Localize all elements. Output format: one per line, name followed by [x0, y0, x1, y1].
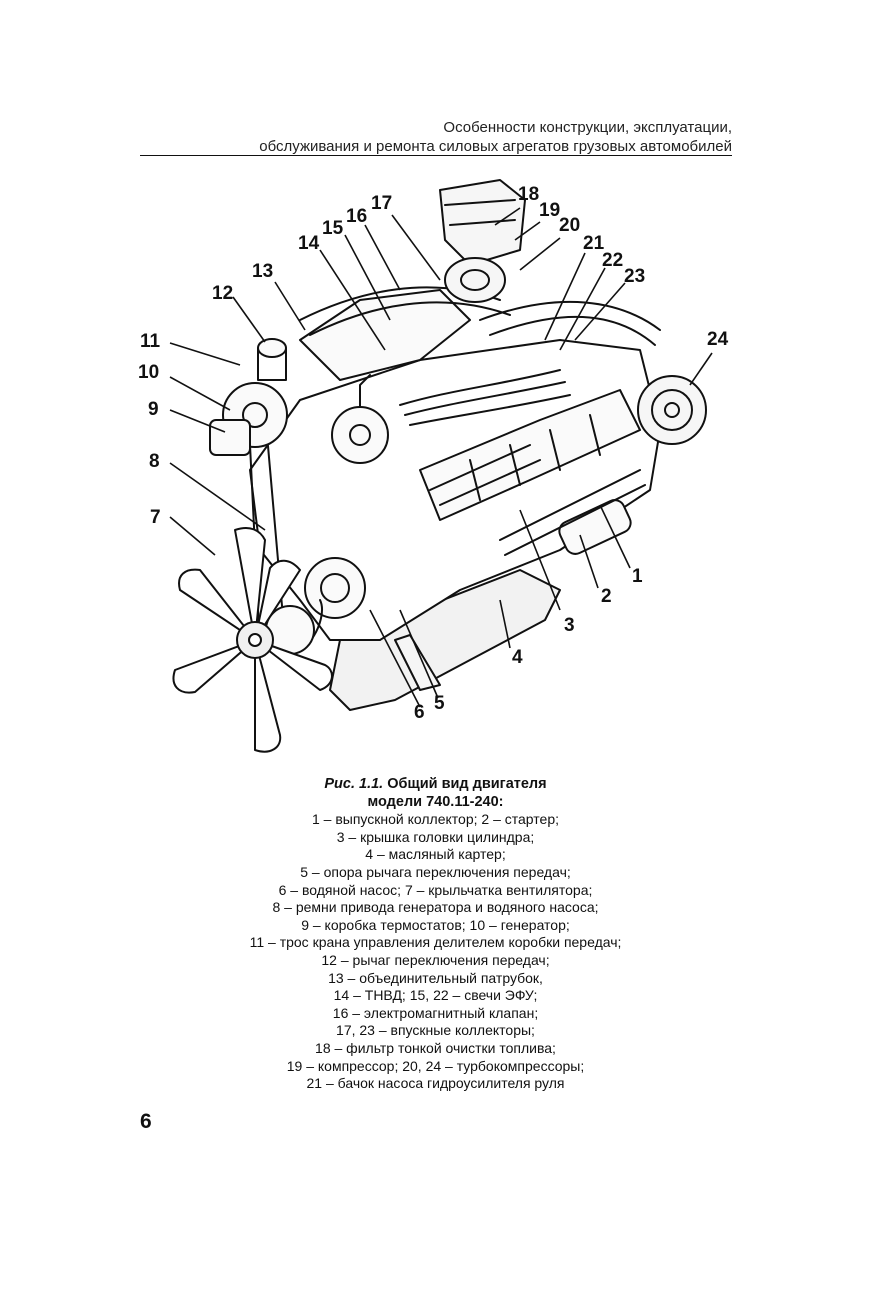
callout-23: 23	[624, 266, 645, 287]
caption-line: 14 – ТНВД; 15, 22 – свечи ЭФУ;	[333, 987, 538, 1004]
callout-20: 20	[559, 215, 580, 236]
starter-shape	[558, 499, 632, 555]
caption-title: Рис. 1.1. Общий вид двигателя	[120, 776, 751, 794]
turbocharger-right-shape	[637, 375, 707, 445]
callout-9: 9	[148, 399, 159, 420]
figure-caption: Рис. 1.1. Общий вид двигателя модели 740…	[120, 776, 751, 1093]
caption-line: 9 – коробка термостатов; 10 – генератор;	[301, 916, 570, 933]
running-header-line-2: обслуживания и ремонта силовых агрегатов…	[259, 138, 732, 155]
caption-title-text: Общий вид двигателя	[383, 776, 547, 792]
cylinder-head-cover-left	[299, 289, 471, 381]
callout-11: 11	[140, 331, 161, 352]
thermostat-box-shape	[209, 419, 251, 456]
caption-line: 3 – крышка головки цилиндра;	[336, 828, 535, 845]
cylinder-head-cover-right	[419, 389, 641, 521]
engine-figure: 1 2 3 4 5 6 7 8 9 10 11 12 13 14 15 16 1…	[0, 170, 871, 770]
engine-drawing: 1 2 3 4 5 6 7 8 9 10 11 12 13 14 15 16 1…	[138, 179, 729, 753]
fuel-pump-shape	[331, 406, 389, 464]
fan-impeller-shape	[172, 527, 333, 753]
caption-title-line-2: модели 740.11-240:	[367, 793, 504, 810]
running-header: Особенности конструкции, эксплуатации, о…	[140, 118, 732, 156]
callout-18: 18	[518, 184, 539, 205]
water-pump-shape	[304, 557, 366, 619]
callout-1: 1	[632, 566, 643, 587]
caption-line: 12 – рычаг переключения передач;	[321, 951, 550, 968]
callout-4: 4	[512, 647, 523, 668]
callout-12: 12	[212, 283, 233, 304]
figure-label: Рис. 1.1.	[324, 776, 384, 792]
callout-15: 15	[322, 218, 344, 239]
caption-line: 21 – бачок насоса гидроусилителя руля	[306, 1075, 565, 1092]
callout-10: 10	[138, 362, 159, 383]
callout-6: 6	[414, 702, 425, 723]
exhaust-manifold-shape	[499, 469, 646, 556]
callout-24: 24	[707, 329, 729, 350]
callout-8: 8	[149, 451, 160, 472]
callout-21: 21	[583, 233, 605, 254]
turbocharger-left-shape	[444, 257, 506, 303]
callout-22: 22	[602, 250, 623, 271]
callout-19: 19	[539, 200, 560, 221]
caption-line: 16 – электромагнитный клапан;	[332, 1004, 539, 1021]
header-rule	[140, 155, 732, 156]
callout-2: 2	[601, 586, 612, 607]
page-number: 6	[140, 1110, 152, 1133]
caption-line: 18 – фильтр тонкой очистки топлива;	[315, 1039, 556, 1056]
callout-16: 16	[346, 206, 367, 227]
caption-line: 13 – объединительный патрубок,	[328, 969, 543, 986]
callout-14: 14	[298, 233, 320, 254]
caption-line: 8 – ремни привода генератора и водяного …	[272, 899, 599, 916]
callout-3: 3	[564, 615, 575, 636]
caption-line: 6 – водяной насос; 7 – крыльчатка вентил…	[278, 881, 593, 898]
caption-line: 11 – трос крана управления делителем кор…	[249, 934, 622, 951]
caption-line: 1 – выпускной коллектор; 2 – стартер;	[312, 811, 559, 828]
caption-line: 4 – масляный картер;	[365, 846, 506, 863]
callout-13: 13	[252, 261, 273, 282]
caption-line: 19 – компрессор; 20, 24 – турбокомпрессо…	[286, 1057, 585, 1074]
caption-line: 17, 23 – впускные коллекторы;	[336, 1022, 535, 1039]
callout-7: 7	[150, 507, 161, 528]
running-header-line-1: Особенности конструкции, эксплуатации,	[443, 119, 732, 136]
callout-5: 5	[434, 693, 445, 714]
caption-line: 5 – опора рычага переключения передач;	[300, 863, 571, 880]
callout-17: 17	[371, 193, 392, 214]
